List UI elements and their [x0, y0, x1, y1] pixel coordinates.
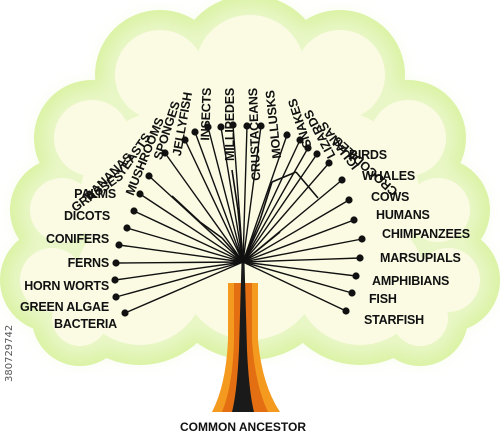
- branch-line: [207, 126, 244, 263]
- leaf-node-dot: [181, 136, 189, 144]
- leaf-node-dot: [257, 122, 265, 130]
- branch-line: [242, 261, 357, 277]
- species-label: MARSUPIALS: [380, 251, 461, 265]
- branch-line: [164, 152, 244, 263]
- branch-line: [242, 199, 350, 263]
- branch-line: [133, 210, 244, 263]
- branch-lines: [114, 124, 363, 314]
- species-labels: BACTERIA GREEN ALGAE HORN WORTS FERNS CONIFE…: [20, 88, 470, 331]
- branch-line: [126, 227, 244, 263]
- branch-line: [242, 162, 330, 263]
- leaf-node-dot: [342, 307, 350, 315]
- leaf-node-dot: [161, 149, 169, 157]
- branch-line: [184, 139, 244, 263]
- species-label: CONIFERS: [46, 232, 109, 246]
- leaf-node-dot: [229, 121, 237, 129]
- branch-line: [115, 261, 244, 298]
- trunk-core: [232, 262, 254, 412]
- trunk: [212, 262, 280, 412]
- branch-line: [148, 175, 244, 263]
- leaf-node-dot: [121, 309, 129, 317]
- branch-line: [242, 261, 353, 294]
- species-label: HUMANS: [376, 208, 430, 222]
- leaf-node-dot: [112, 293, 120, 301]
- branch-line: [242, 238, 363, 263]
- species-label: DICOTS: [64, 209, 110, 223]
- branch-line: [242, 139, 301, 263]
- leaf-node-dot: [217, 123, 225, 131]
- leaf-node-dot: [111, 276, 119, 284]
- leaf-node-dot: [352, 272, 360, 280]
- species-label: STARFISH: [364, 313, 424, 327]
- canopy: [0, 0, 500, 366]
- leaf-node-dot: [325, 159, 333, 167]
- branch-line: [220, 126, 244, 263]
- branch-line: [124, 261, 244, 314]
- species-label: FISH: [369, 292, 397, 306]
- species-label: CHIMPANZEES: [382, 227, 470, 241]
- branch-line: [232, 124, 244, 263]
- species-label: INSECTS: [198, 88, 214, 141]
- branch-line: [115, 261, 244, 264]
- branch-line: [242, 125, 248, 263]
- branch-line: [242, 147, 309, 263]
- leaf-node-dot: [338, 176, 346, 184]
- leaf-node-dot: [191, 128, 199, 136]
- species-label: MILLIPEDES: [223, 88, 237, 161]
- leaf-node-dot: [296, 136, 304, 144]
- leaf-node-dot: [130, 207, 138, 215]
- species-label: PALMS: [74, 187, 116, 201]
- leaf-node-dot: [358, 235, 366, 243]
- leaf-node-dot: [283, 131, 291, 139]
- leaf-node-dot: [345, 196, 353, 204]
- species-label: HORN WORTS: [24, 279, 109, 293]
- branch-line: [242, 179, 343, 263]
- branch-line: [242, 219, 355, 263]
- leaf-node-dot: [304, 144, 312, 152]
- species-label: WHALES: [362, 169, 415, 183]
- branch-line: [242, 125, 262, 263]
- leaf-node-dot: [313, 150, 321, 158]
- common-ancestor-label: COMMON ANCESTOR: [180, 420, 306, 434]
- branch-line: [242, 261, 347, 312]
- species-label: BACTERIA: [54, 317, 117, 331]
- species-label: COWS: [371, 190, 409, 204]
- leaf-node-dot: [112, 259, 120, 267]
- leaf-nodes: [111, 121, 366, 317]
- leaf-node-dot: [136, 190, 144, 198]
- leaf-node-dot: [350, 216, 358, 224]
- species-label: BIRDS: [349, 148, 387, 162]
- watermark-id: 380729742: [4, 325, 15, 382]
- species-label: AMPHIBIANS: [372, 274, 449, 288]
- leaf-node-dot: [145, 172, 153, 180]
- species-label: GREEN ALGAE: [20, 300, 109, 314]
- branch-line: [242, 153, 318, 263]
- leaf-node-dot: [348, 289, 356, 297]
- species-label: FERNS: [68, 256, 109, 270]
- branch-line: [114, 261, 244, 281]
- leaf-node-dot: [243, 122, 251, 130]
- branch-line: [139, 193, 244, 263]
- branch-line: [242, 257, 361, 263]
- leaf-node-dot: [123, 224, 131, 232]
- leaf-node-dot: [356, 254, 364, 262]
- leaf-node-dot: [115, 241, 123, 249]
- branch-line: [242, 134, 288, 263]
- species-label: CRUSTACEANS: [246, 88, 263, 181]
- leaf-node-dot: [204, 123, 212, 131]
- branch-line: [194, 131, 244, 263]
- branch-line: [118, 244, 244, 263]
